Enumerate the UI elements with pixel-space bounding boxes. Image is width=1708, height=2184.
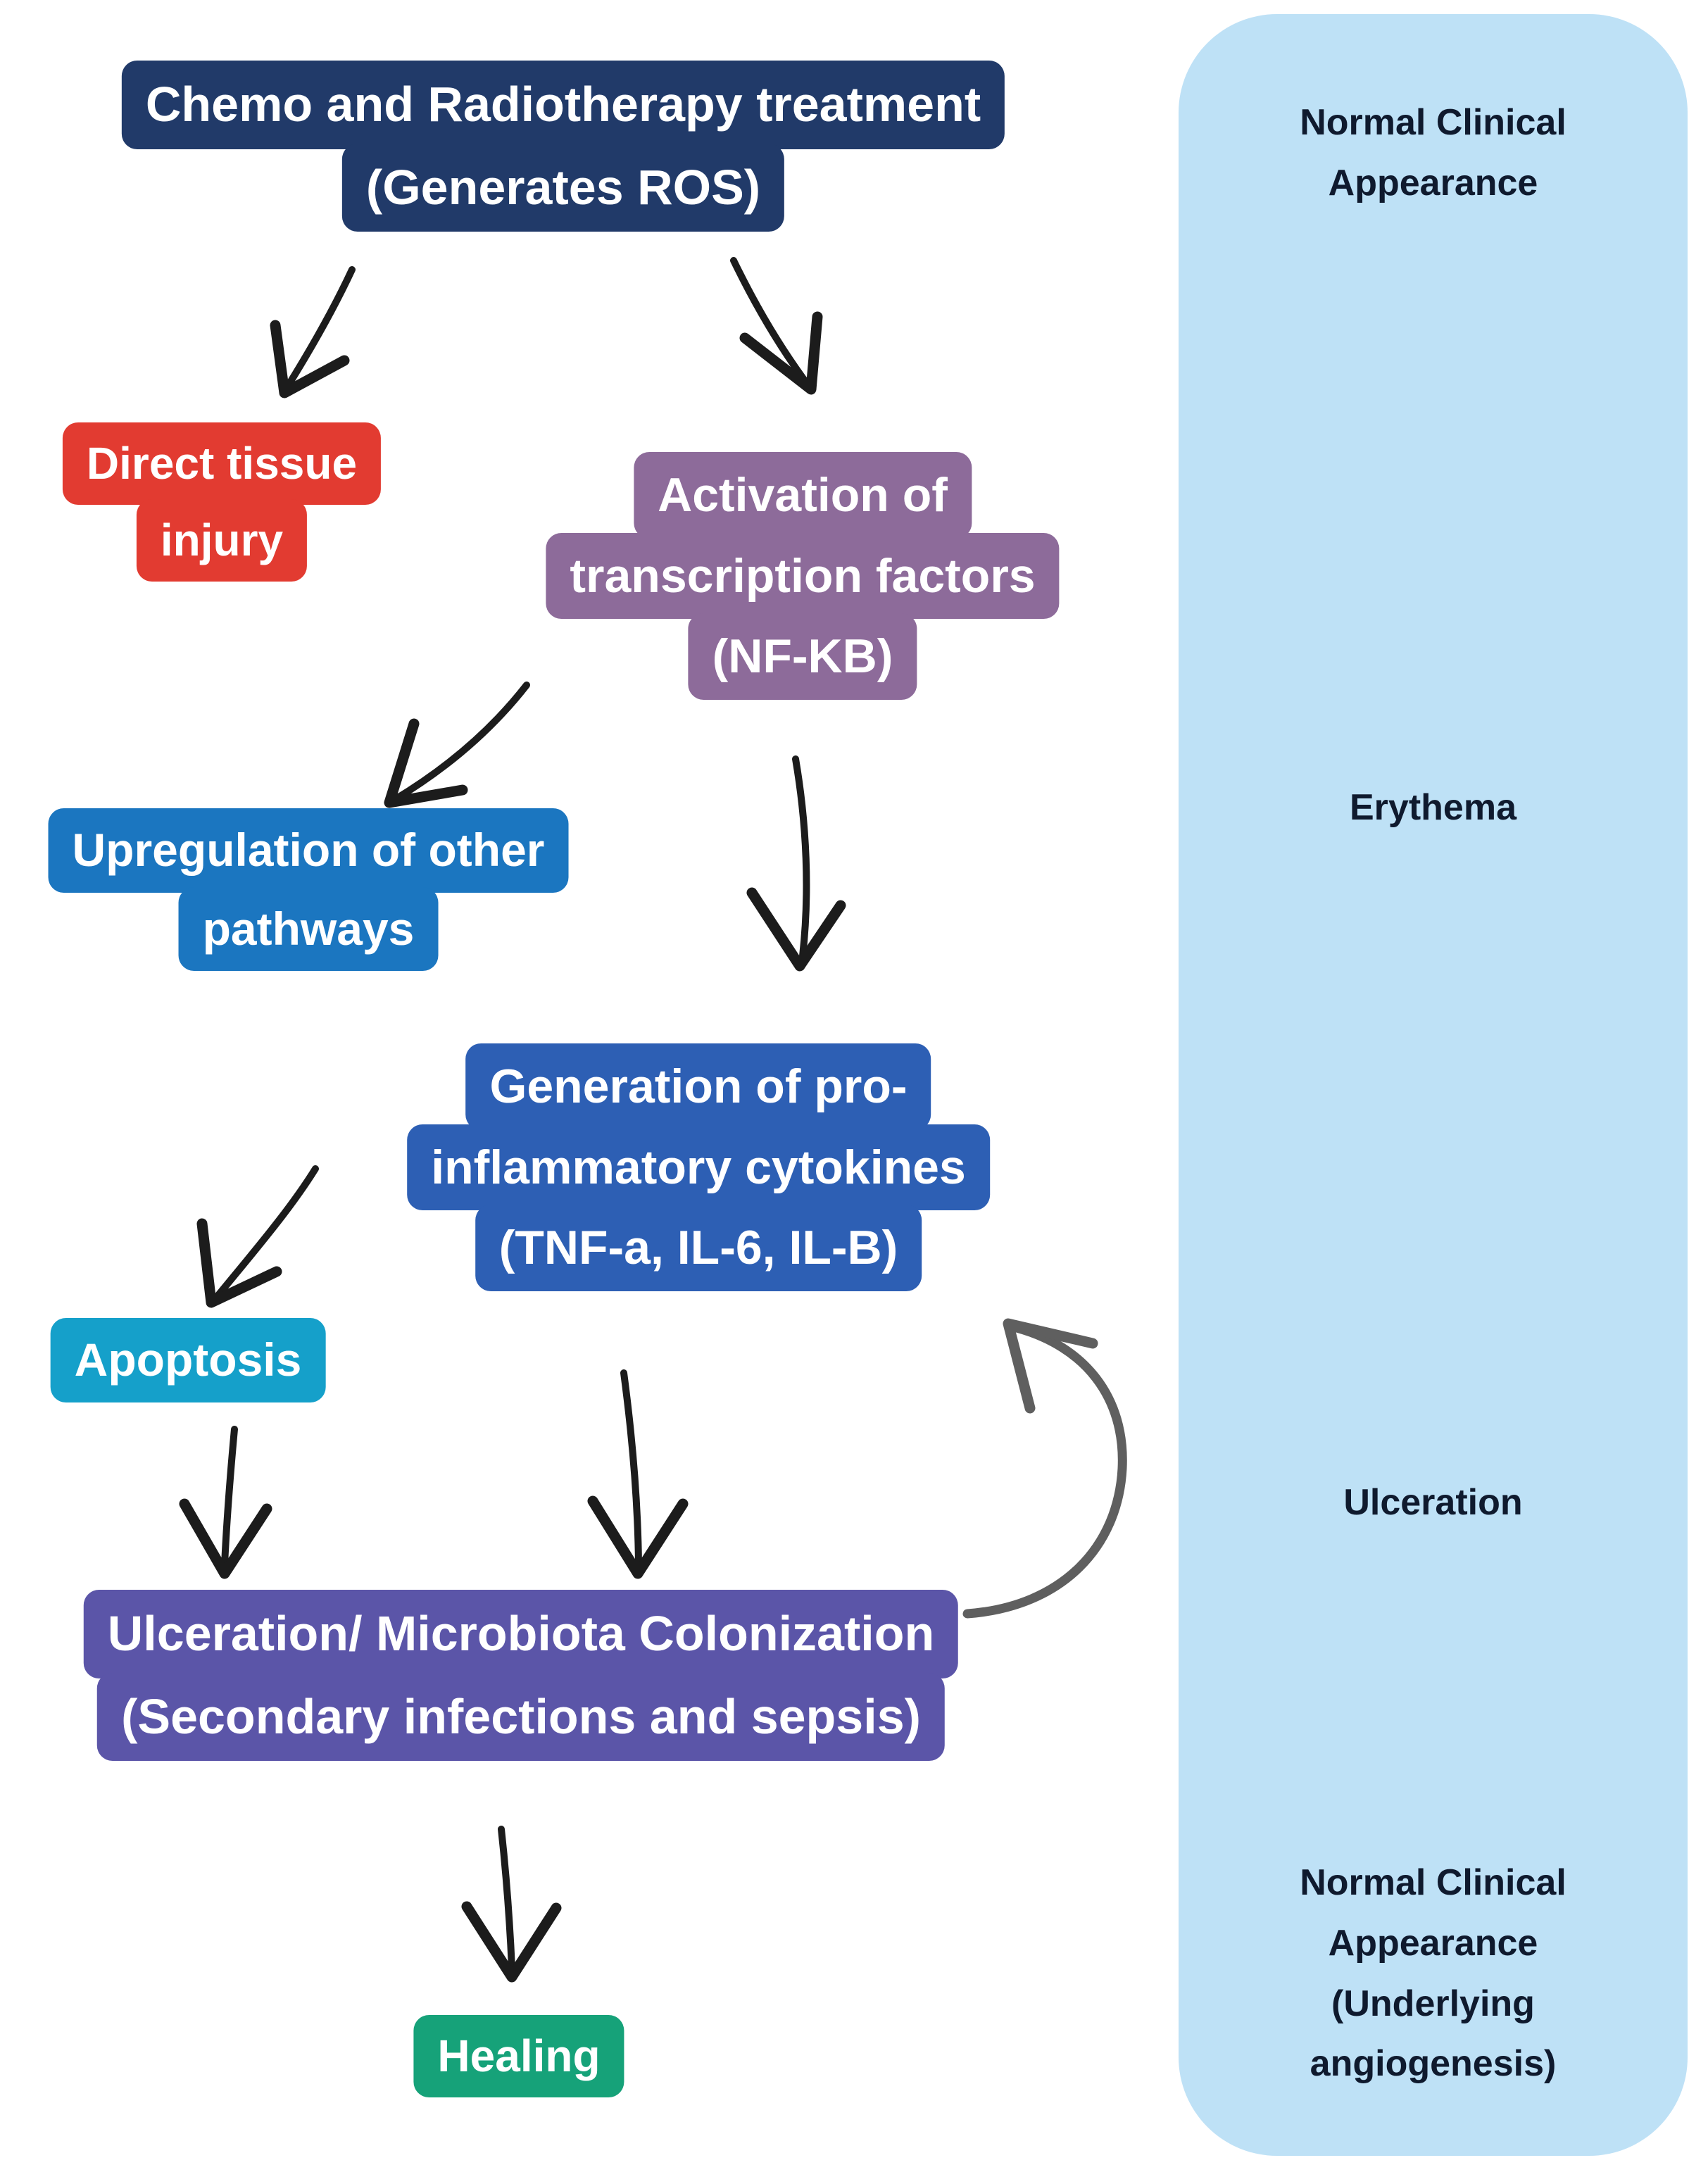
stage-line: Appearance [1328, 1922, 1538, 1964]
arrow-cytokines-to-apoptosis [196, 1165, 319, 1308]
node-line: Apoptosis [50, 1318, 326, 1402]
stage-line: (Underlying [1331, 1983, 1535, 2024]
node-chemo-radiotherapy: Chemo and Radiotherapy treatment (Genera… [121, 61, 1005, 232]
node-line: Generation of pro- [465, 1043, 931, 1130]
node-upregulation-other-pathways: Upregulation of other pathways [48, 808, 569, 972]
arrow-apoptosis-to-ulceration [179, 1426, 272, 1579]
node-line: Healing [413, 2015, 624, 2097]
arrow-chemo-to-direct-injury [270, 266, 356, 398]
stage-line: Appearance [1328, 162, 1538, 203]
node-line: Upregulation of other [48, 808, 569, 893]
arrow-chemo-to-transcription-factors [730, 257, 823, 395]
node-line: injury [136, 498, 308, 582]
node-line: transcription factors [546, 532, 1060, 620]
stage-erythema: Erythema [1179, 778, 1688, 839]
node-direct-tissue-injury: Direct tissue injury [62, 422, 382, 582]
node-line: (TNF-a, IL-6, IL-B) [475, 1205, 922, 1291]
node-healing: Healing [413, 2015, 624, 2097]
node-line: (Secondary infections and sepsis) [97, 1672, 945, 1761]
node-line: Chemo and Radiotherapy treatment [121, 61, 1005, 149]
arrow-ulceration-feedback-to-cytokines [962, 1318, 1127, 1619]
arrow-transcription-factors-to-cytokines [746, 755, 846, 972]
arrow-ulceration-to-healing [461, 1826, 562, 1983]
node-line: Ulceration/ Microbiota Colonization [83, 1590, 959, 1678]
stage-line: Ulceration [1343, 1482, 1523, 1523]
arrow-cytokines-to-ulceration [587, 1369, 689, 1579]
clinical-stages-panel: Normal Clinical Appearance Erythema Ulce… [1179, 14, 1688, 2156]
node-line: Direct tissue [62, 422, 382, 505]
stage-line: Erythema [1350, 787, 1517, 828]
node-line: pathways [178, 886, 439, 972]
node-ulceration-colonization: Ulceration/ Microbiota Colonization (Sec… [83, 1590, 959, 1761]
node-line: (NF-KB) [688, 613, 917, 700]
node-line: inflammatory cytokines [407, 1124, 990, 1211]
node-line: Activation of [634, 452, 972, 539]
node-apoptosis: Apoptosis [50, 1318, 326, 1402]
node-transcription-factors: Activation of transcription factors (NF-… [546, 452, 1060, 700]
node-line: (Generates ROS) [341, 143, 785, 232]
stage-line: angiogenesis) [1310, 2043, 1557, 2085]
stage-normal-appearance: Normal Clinical Appearance [1179, 93, 1688, 214]
node-proinflammatory-cytokines: Generation of pro- inflammatory cytokine… [407, 1043, 990, 1291]
stage-line: Normal Clinical [1300, 102, 1566, 143]
arrow-transcription-factors-to-upregulation [384, 682, 530, 808]
stage-line: Normal Clinical [1300, 1862, 1566, 1903]
stage-ulceration: Ulceration [1179, 1473, 1688, 1533]
stage-normal-angiogenesis: Normal Clinical Appearance (Underlying a… [1179, 1853, 1688, 2095]
